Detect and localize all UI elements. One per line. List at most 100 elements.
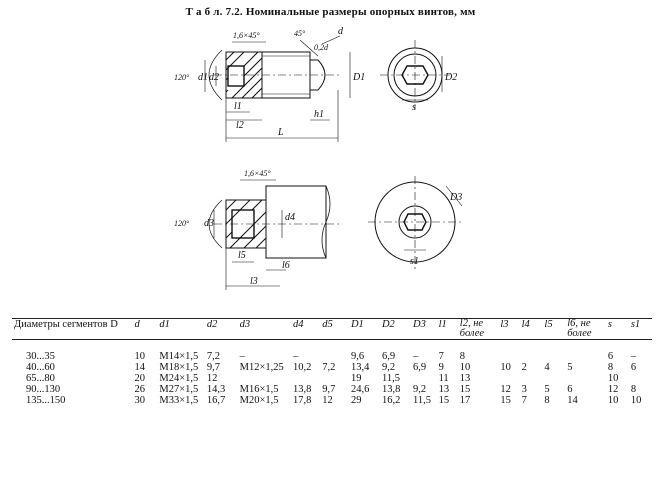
cell-s1: 8	[630, 384, 637, 395]
sleeve-end-view	[368, 176, 463, 270]
cell-l1: 11	[438, 373, 449, 384]
l2-label: l2	[236, 120, 244, 131]
cell-s1: 10	[630, 395, 642, 406]
cell-l3: 10	[500, 362, 511, 373]
col-D3: D3	[412, 319, 426, 330]
cell-l2: 17	[459, 395, 471, 406]
cell-d4: 17,8	[293, 395, 312, 406]
cell-d: 10	[134, 351, 146, 362]
screw-side-view	[204, 35, 351, 142]
cell-d5: 12	[322, 395, 333, 406]
cell-seg: 30...35	[26, 351, 55, 362]
cell-l4: 7	[521, 395, 527, 406]
cell-l6	[565, 351, 606, 362]
d-label: d	[338, 26, 344, 37]
l6-label: l6	[282, 260, 290, 271]
cell-D1: 9,6	[350, 351, 365, 362]
D2-label: D2	[444, 72, 457, 83]
cell-s1	[629, 373, 652, 384]
cell-d: 14	[134, 362, 146, 373]
cell-d5: 9,7	[322, 384, 336, 395]
cell-D2: 9,2	[381, 362, 396, 373]
cell-l2: 8	[459, 351, 466, 362]
cell-l3: 12	[500, 384, 511, 395]
col-seg: Диаметры сегментов D	[14, 319, 118, 330]
dimensions-table: Диаметры сегментов D d d1 d2 d3 d4 d5 D1…	[12, 318, 652, 406]
l1-label: l1	[234, 101, 242, 112]
cell-l1: 13	[438, 384, 450, 395]
col-d: d	[134, 319, 140, 330]
cell-seg: 40...60	[26, 362, 55, 373]
cell-s: 10	[607, 395, 619, 406]
cell-D2: 11,5	[381, 373, 400, 384]
col-d1: d1	[159, 319, 170, 330]
cell-D2: 16,2	[381, 395, 401, 406]
cell-l2: 10	[459, 362, 471, 373]
col-d4: d4	[293, 319, 304, 330]
cell-d3: M20×1,5	[239, 395, 279, 406]
cell-d: 26	[134, 384, 146, 395]
cell-s: 8	[607, 362, 614, 373]
angle-label: 45°	[294, 29, 306, 38]
cell-d1: M14×1,5	[159, 351, 199, 362]
cell-s: 12	[607, 384, 619, 395]
col-l3: l3	[500, 319, 509, 330]
l3-label: l3	[250, 276, 258, 287]
cell-D1: 24,6	[350, 384, 370, 395]
col-l5: l5	[544, 319, 553, 330]
cell-D1: 29	[350, 395, 362, 406]
s1-label: s1	[410, 256, 419, 267]
cell-d1: M33×1,5	[159, 395, 199, 406]
cell-l5: 5	[544, 384, 550, 395]
d2-label: d2	[209, 72, 219, 83]
cell-s: 6	[607, 351, 614, 362]
chamfer-label: 1,6×45°	[233, 31, 260, 40]
col-D1: D1	[350, 319, 364, 330]
col-l6: l6, не более	[567, 318, 592, 339]
s-label: s	[412, 102, 416, 113]
cell-l6	[565, 373, 606, 384]
cell-s: 10	[607, 373, 619, 384]
cell-d1: M18×1,5	[159, 362, 199, 373]
cell-l6: 5	[567, 362, 573, 373]
cell-l2: 13	[459, 373, 471, 384]
cell-D3: 6,9	[412, 362, 427, 373]
cell-D3: 11,5	[412, 395, 431, 406]
cell-l6: 6	[567, 384, 573, 395]
cell-D3: –	[412, 351, 419, 362]
cell-d3: –	[239, 351, 245, 362]
d4-label: d4	[285, 212, 295, 223]
col-d2: d2	[206, 319, 218, 330]
cell-d5	[320, 373, 349, 384]
cell-l3: 15	[500, 395, 511, 406]
col-D2: D2	[381, 319, 395, 330]
cell-l1: 15	[438, 395, 450, 406]
col-s1: s1	[630, 319, 641, 330]
cell-l5	[542, 351, 565, 362]
cell-d4: –	[293, 351, 299, 362]
d1-label: d1	[198, 72, 208, 83]
L-label: L	[277, 127, 284, 138]
col-d3: d3	[239, 319, 251, 330]
angle2-label: 120°	[174, 219, 190, 228]
cell-d2: 9,7	[206, 362, 220, 373]
cell-l4: 3	[521, 384, 527, 395]
col-l4: l4	[521, 319, 530, 330]
cell-D2: 6,9	[381, 351, 396, 362]
cell-seg: 65...80	[26, 373, 55, 384]
cell-d1: M27×1,5	[159, 384, 199, 395]
col-l1: l1	[438, 319, 447, 330]
D1-label: D1	[352, 72, 365, 83]
cell-d4: 10,2	[293, 362, 312, 373]
cell-d5	[320, 351, 349, 362]
table-title: Т а б л. 7.2. Номинальные размеры опорны…	[185, 6, 476, 18]
cell-l3	[498, 351, 519, 362]
cell-d2: 14,3	[206, 384, 226, 395]
col-s: s	[607, 319, 612, 330]
cell-l5: 4	[544, 362, 550, 373]
sleeve-side-view	[208, 179, 340, 290]
cell-d: 20	[134, 373, 146, 384]
